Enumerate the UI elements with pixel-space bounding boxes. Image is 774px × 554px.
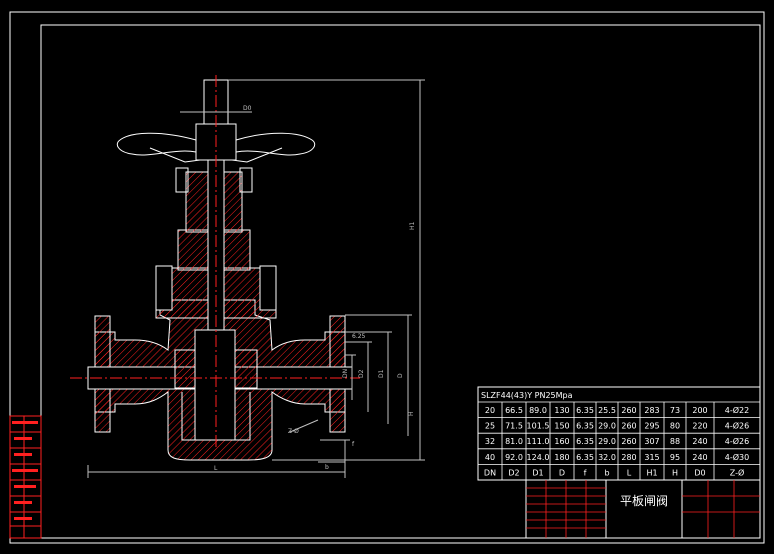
spec-cell: 315 — [644, 453, 659, 462]
spec-cell: 4-Ø30 — [725, 452, 749, 462]
spec-cell: 150 — [554, 422, 569, 431]
binding-strip — [9, 415, 42, 539]
dim-face: 6.25 — [352, 333, 366, 340]
spec-header-cell: b — [604, 468, 609, 477]
spec-cell: 29.0 — [598, 437, 616, 446]
spec-cell: 295 — [644, 422, 659, 431]
drawing-title: 平板闸阀 — [620, 494, 668, 508]
spec-header-cell: D0 — [694, 468, 705, 477]
spec-cell: 25.5 — [598, 406, 616, 415]
outer-border — [9, 11, 765, 544]
spec-header-cell: H — [672, 468, 678, 477]
dim-d0: D0 — [243, 105, 252, 112]
spec-cell: 32.0 — [598, 453, 616, 462]
spec-cell: 4-Ø26 — [725, 421, 749, 431]
spec-cell: 6.35 — [576, 437, 594, 446]
spec-cell: 32 — [485, 437, 495, 446]
spec-cell: 95 — [670, 453, 680, 462]
inner-border — [40, 24, 761, 539]
dimension-labels: D0 H1 H D D1 D2 DN 6.25 L b f Z-Ø — [214, 105, 416, 472]
spec-cell: 240 — [692, 453, 707, 462]
spec-cell: 124.0 — [527, 453, 550, 462]
spec-cell: 6.35 — [576, 422, 594, 431]
spec-cell: 88 — [670, 437, 680, 446]
spec-cell: 40 — [485, 453, 495, 462]
spec-cell: 73 — [670, 406, 680, 415]
spec-cell: 160 — [554, 437, 569, 446]
spec-cell: 4-Ø22 — [725, 405, 749, 415]
spec-cell: 71.5 — [505, 422, 523, 431]
spec-cell: 280 — [621, 453, 636, 462]
spec-table: SLZF44(43)Y PN25Mpa 20 66.5 89.0 130 6.35 25.… — [477, 386, 761, 481]
spec-cell: 92.0 — [505, 453, 523, 462]
spec-header-cell: L — [627, 468, 632, 477]
spec-header-cell: D1 — [532, 468, 543, 477]
spec-cell: 130 — [554, 406, 569, 415]
spec-cell: 180 — [554, 453, 569, 462]
dim-d2: D2 — [358, 369, 365, 378]
spec-cell: 260 — [621, 406, 636, 415]
dim-bolts: Z-Ø — [288, 428, 299, 435]
spec-cell: 81.0 — [505, 437, 523, 446]
dim-b: b — [325, 464, 329, 471]
spec-cell: 307 — [644, 437, 659, 446]
spec-cell: 89.0 — [529, 406, 547, 415]
dimension-lines — [87, 79, 425, 478]
spec-cell: 111.0 — [527, 437, 550, 446]
dim-h1: H1 — [409, 221, 416, 230]
spec-cell: 6.35 — [576, 453, 594, 462]
dim-h: H — [408, 411, 415, 416]
spec-cell: 101.5 — [527, 422, 550, 431]
spec-cell: 4-Ø26 — [725, 436, 749, 446]
centerlines — [70, 75, 360, 450]
spec-cell: 20 — [485, 406, 495, 415]
spec-header-cell: D2 — [508, 468, 519, 477]
spec-header-cell: Z-Ø — [730, 467, 745, 477]
valve-section-view — [87, 79, 353, 461]
spec-cell: 200 — [692, 406, 707, 415]
spec-cell: 66.5 — [505, 406, 523, 415]
spec-cell: 260 — [621, 422, 636, 431]
spec-model: SLZF44(43)Y PN25Mpa — [481, 391, 573, 400]
spec-cell: 29.0 — [598, 422, 616, 431]
spec-header-cell: D — [559, 468, 565, 477]
dim-d: D — [397, 373, 404, 378]
dim-f: f — [352, 441, 355, 448]
dim-l: L — [214, 465, 218, 472]
spec-cell: 240 — [692, 437, 707, 446]
spec-header-cell: DN — [484, 468, 496, 477]
dim-d1: D1 — [378, 369, 385, 378]
spec-cell: 220 — [692, 422, 707, 431]
spec-cell: 260 — [621, 437, 636, 446]
spec-header-cell: H1 — [646, 468, 657, 477]
title-block: 平板闸阀 — [525, 479, 761, 539]
spec-cell: 283 — [644, 406, 659, 415]
spec-header-cell: f — [584, 468, 587, 477]
dim-dn: DN — [342, 369, 349, 378]
spec-cell: 25 — [485, 422, 495, 431]
spec-cell: 6.35 — [576, 406, 594, 415]
spec-cell: 80 — [670, 422, 680, 431]
